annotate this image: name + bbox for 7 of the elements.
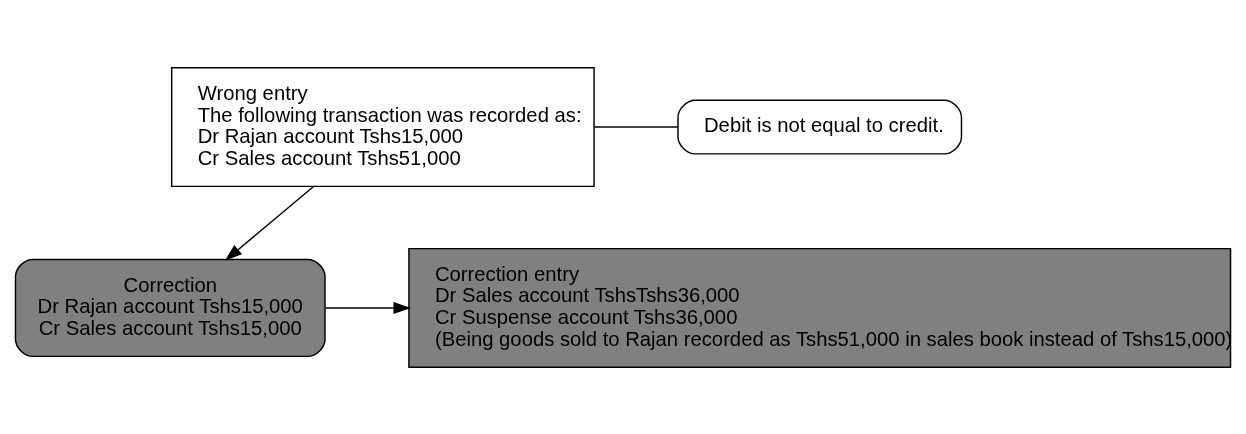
node-box: Wrong entry The following transaction was recorded as: Dr Rajan account Tshs15,000 Cr Sales account Tshs51,000 xyxy=(170,66,595,187)
arrow xyxy=(224,185,314,261)
node-box: Debit is not equal to credit. xyxy=(677,99,963,155)
arrow xyxy=(324,301,411,314)
node-box: Correction Dr Rajan account Tshs15,000 Cr Sales account Tshs15,000 xyxy=(14,258,326,357)
node-box: Correction entry Dr Sales account TshsTshs36,000 Cr Suspense account Tshs36,000 (Being goods sold to Rajan recorded as Tshs51,000 in sales book instead of Tshs15,000) xyxy=(408,247,1232,368)
connector xyxy=(593,125,679,128)
